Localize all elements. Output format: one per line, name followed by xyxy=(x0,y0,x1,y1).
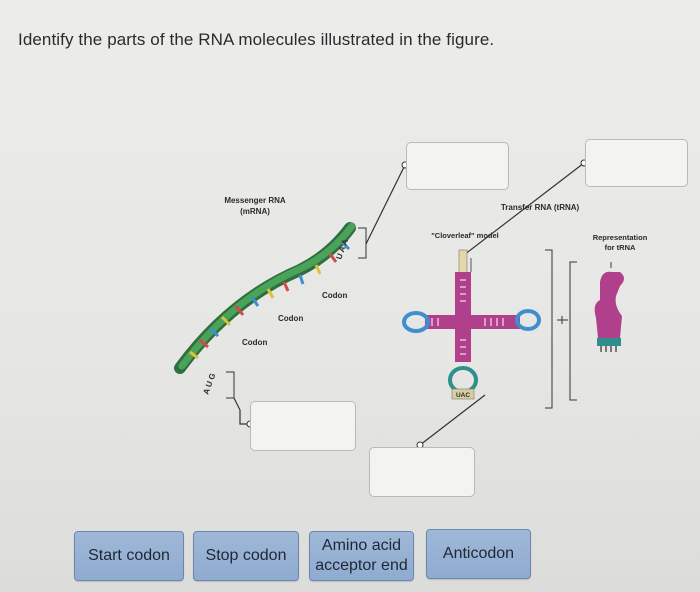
start-codon-letters: A U G xyxy=(201,372,217,396)
anticodon-letters: UAC xyxy=(456,392,470,399)
question-text: Identify the parts of the RNA molecules … xyxy=(18,30,495,49)
mrna-title-line1: Messenger RNA xyxy=(224,196,286,205)
answer-amino-acid-line1: Amino acid xyxy=(321,537,402,554)
codon-label-2: Codon xyxy=(278,314,303,323)
codon-label-1: Codon xyxy=(322,291,347,300)
drop-box-bottom-middle[interactable] xyxy=(369,447,475,497)
answer-stop-codon-label: Stop codon xyxy=(205,547,287,564)
trna-cloverleaf: UAC xyxy=(402,249,541,400)
answer-amino-acid-line2: acceptor end xyxy=(315,557,408,574)
trna-title: Transfer RNA (tRNA) xyxy=(501,203,580,212)
mrna-title-line2: (mRNA) xyxy=(240,207,270,216)
answer-start-codon[interactable]: Start codon xyxy=(74,531,184,581)
drop-box-left[interactable] xyxy=(250,401,356,451)
answer-amino-acid-acceptor-end[interactable]: Amino acid acceptor end xyxy=(309,531,414,581)
representation-line2: for tRNA xyxy=(605,243,636,252)
answer-stop-codon[interactable]: Stop codon xyxy=(193,531,299,581)
answer-anticodon-label: Anticodon xyxy=(442,545,515,562)
answer-start-codon-label: Start codon xyxy=(88,547,170,564)
cloverleaf-label: "Cloverleaf" model xyxy=(431,231,499,240)
mrna-strand xyxy=(174,222,356,374)
trna-representation xyxy=(594,262,624,352)
drop-box-top-middle[interactable] xyxy=(406,142,509,190)
codon-label-3: Codon xyxy=(242,338,267,347)
representation-line1: Representation xyxy=(593,233,648,242)
answer-anticodon[interactable]: Anticodon xyxy=(426,529,531,579)
drop-box-top-right[interactable] xyxy=(585,139,688,187)
